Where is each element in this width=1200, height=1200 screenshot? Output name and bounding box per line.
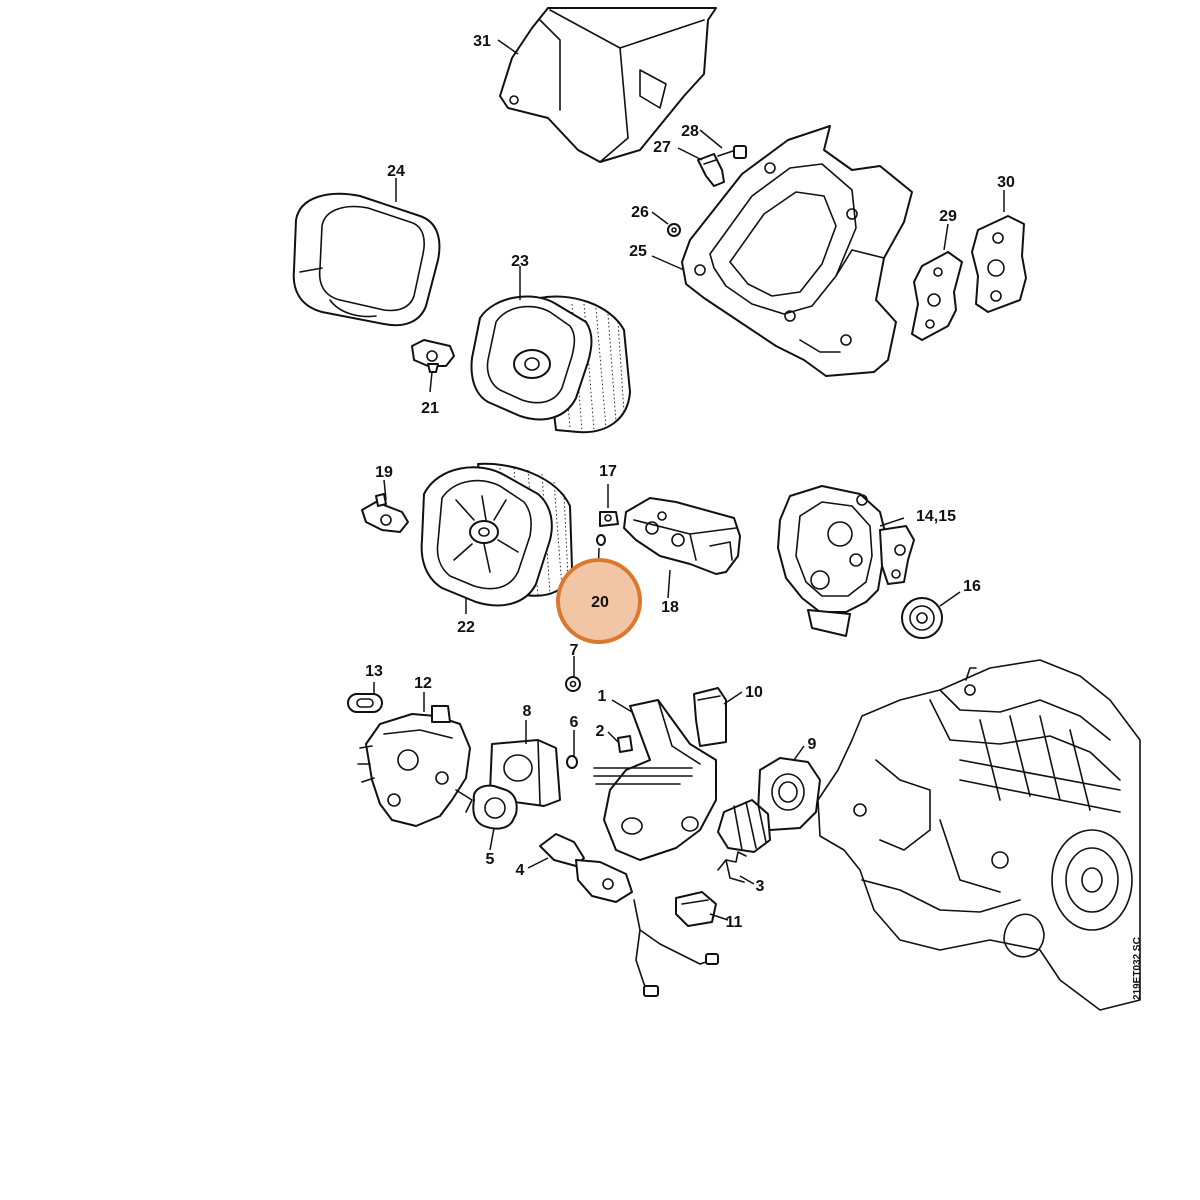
part-label-10[interactable]: 10 [745,684,763,701]
part-label-30[interactable]: 30 [997,174,1015,191]
part-13-gasket[interactable] [347,693,383,713]
part-label-26[interactable]: 26 [631,204,649,221]
part-label-31[interactable]: 31 [473,33,491,50]
part-label-29[interactable]: 29 [939,208,957,225]
leader-lines [373,39,1005,921]
part-label-28[interactable]: 28 [681,123,699,140]
part-label-11[interactable]: 11 [726,914,743,931]
part-label-16[interactable]: 16 [963,578,981,595]
engine-block-illustration [817,659,1141,1011]
part-31-shroud[interactable] [499,7,717,163]
reference-code: 219ET032 SC [1132,937,1143,1000]
part-7-washer[interactable] [565,676,581,692]
part-label-1[interactable]: 1 [598,688,607,705]
part-8-spacer[interactable] [489,739,561,807]
part-label-17[interactable]: 17 [599,463,617,480]
part-9-intake-manifold[interactable] [717,757,821,853]
part-19-wing-nut[interactable] [361,493,409,533]
part-20-washer[interactable] [596,534,606,546]
part-label-21[interactable]: 21 [421,400,439,417]
part-4-lever[interactable] [539,833,633,903]
highlight-circle [556,558,642,644]
part-18-cover[interactable] [623,497,741,575]
part-label-14-15[interactable]: 14,15 [916,508,956,525]
part-29-plate[interactable] [911,251,963,341]
part-label-19[interactable]: 19 [375,464,393,481]
part-label-27[interactable]: 27 [653,139,671,156]
part-12-carburetor[interactable] [357,705,473,827]
part-label-4[interactable]: 4 [516,862,525,879]
part-label-12[interactable]: 12 [414,675,432,692]
part-30-plate[interactable] [971,215,1027,313]
part-label-8[interactable]: 8 [523,703,532,720]
part-label-7[interactable]: 7 [570,642,579,659]
part-27-clip[interactable] [697,153,725,187]
part-5-gasket[interactable] [472,784,518,830]
part-label-5[interactable]: 5 [486,851,495,868]
part-label-22[interactable]: 22 [457,619,475,636]
part-label-20[interactable]: 20 [591,594,609,611]
part-23-air-filter[interactable] [470,295,631,434]
part-2-plug[interactable] [617,735,633,753]
part-26-nut[interactable] [667,223,681,237]
part-label-18[interactable]: 18 [661,599,679,616]
part-28-screw[interactable] [717,145,747,159]
part-24-prefilter-sleeve[interactable] [292,192,441,327]
part-17-nut[interactable] [599,484,619,527]
part-6-washer[interactable] [566,755,578,769]
part-21-wing-nut[interactable] [411,339,455,373]
part-label-24[interactable]: 24 [387,163,405,180]
part-16-grommet[interactable] [901,597,943,639]
part-labels: 31 28 27 24 30 26 29 25 23 21 19 17 14,1… [365,33,1015,931]
part-label-25[interactable]: 25 [629,243,647,260]
part-label-13[interactable]: 13 [365,663,383,680]
part-1-bracket[interactable] [593,699,717,861]
part-label-2[interactable]: 2 [596,723,605,740]
part-25-filter-housing[interactable] [681,125,913,377]
part-14-15-base-plate[interactable] [777,485,915,637]
wire-harness [633,899,719,997]
part-3-spring[interactable] [717,851,747,883]
part-label-6[interactable]: 6 [570,714,579,731]
part-10-baffle[interactable] [693,687,727,747]
part-22-air-filter[interactable] [420,462,573,607]
part-label-23[interactable]: 23 [511,253,529,270]
part-label-3[interactable]: 3 [756,878,765,895]
part-11-cap[interactable] [675,891,717,927]
part-label-9[interactable]: 9 [808,736,817,753]
